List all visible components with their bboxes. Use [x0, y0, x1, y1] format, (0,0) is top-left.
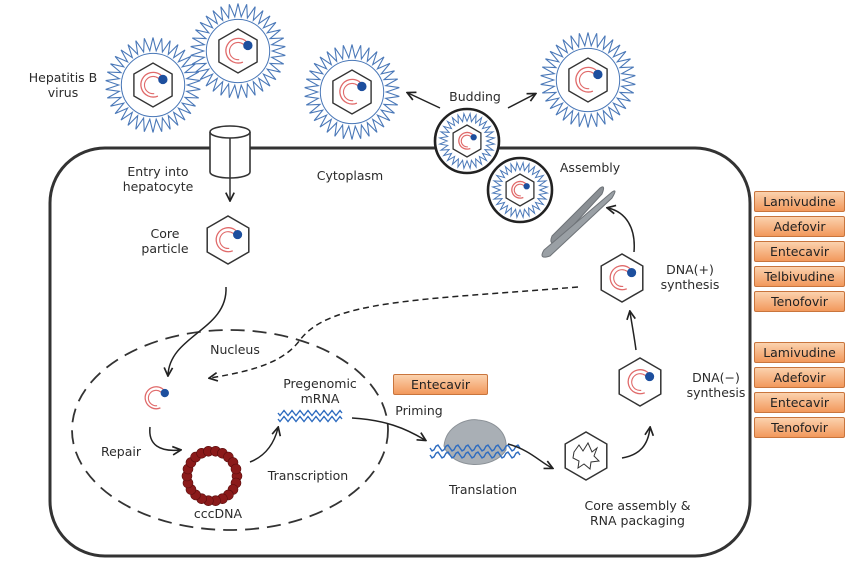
- budding-virion-icon: [486, 156, 554, 224]
- drug-box: Adefovir: [754, 216, 845, 237]
- drug-box: Entecavir: [754, 392, 845, 413]
- hbv-virion-icon: [304, 44, 400, 140]
- translated-mrna-strand: [429, 451, 521, 459]
- label-nucleus: Nucleus: [210, 342, 260, 357]
- ribosome-icon: [429, 419, 521, 465]
- arrow-to-dna-minus: [621, 428, 650, 459]
- entry-receptor-icon: [209, 125, 251, 200]
- pregenomic-mrna-strand: [277, 409, 343, 417]
- translated-mrna-strand: [429, 444, 521, 452]
- hepatocyte-membrane: [48, 146, 752, 558]
- label-translation: Translation: [448, 482, 518, 497]
- core-dna-plus-icon: [600, 253, 644, 303]
- arrow-export: [351, 417, 425, 440]
- drug-box-priming: Entecavir: [393, 374, 488, 395]
- label-budding: Budding: [449, 89, 501, 104]
- arrow-translation: [507, 443, 552, 468]
- drug-box: Lamivudine: [754, 342, 845, 363]
- arrow-budding-left: [408, 93, 441, 109]
- arrow-to-dna-plus: [630, 312, 637, 351]
- label-core-assembly-rna-packaging: Core assembly &RNA packaging: [584, 498, 691, 528]
- label-repair: Repair: [100, 444, 142, 459]
- assembly-er-icon: [541, 186, 616, 258]
- drug-box: Tenofovir: [754, 417, 845, 438]
- drug-box: Tenofovir: [754, 291, 845, 312]
- core-assembly-icon: [564, 431, 608, 481]
- rcdna-icon: [144, 386, 169, 410]
- nucleus-outline: [71, 329, 389, 531]
- label-assembly: Assembly: [559, 160, 621, 175]
- hbv-virion-icon: [105, 37, 201, 133]
- label-dna-minus-synthesis: DNA(−)synthesis: [686, 370, 746, 400]
- drugs-dna-plus-group: Lamivudine Adefovir Entecavir Telbivudin…: [754, 191, 845, 312]
- drug-box: Entecavir: [754, 241, 845, 262]
- label-cytoplasm: Cytoplasm: [316, 168, 384, 183]
- pathway-arrows: [149, 93, 650, 468]
- arrow-transcription: [249, 428, 278, 463]
- drug-box: Adefovir: [754, 367, 845, 388]
- budding-virion-icon: [433, 107, 501, 175]
- hbv-virion-icon: [540, 32, 636, 128]
- arrow-core-to-nucleus: [168, 286, 227, 375]
- pregenomic-mrna-strand: [277, 415, 343, 423]
- hbv-virion-icon: [190, 3, 286, 99]
- arrow-budding-right: [507, 94, 535, 109]
- cccdna-icon: [181, 445, 243, 507]
- label-priming: Priming: [395, 403, 443, 418]
- drug-box: Lamivudine: [754, 191, 845, 212]
- label-cccdna: cccDNA: [193, 506, 243, 521]
- arrow-repair: [149, 426, 180, 450]
- drugs-dna-minus-group: Lamivudine Adefovir Entecavir Tenofovir: [754, 342, 845, 438]
- arrow-to-assembly: [608, 208, 635, 253]
- label-dna-plus-synthesis: DNA(+)synthesis: [660, 262, 720, 292]
- drug-box: Telbivudine: [754, 266, 845, 287]
- label-transcription: Transcription: [267, 468, 349, 483]
- core-particle-icon: [206, 215, 250, 265]
- core-dna-minus-icon: [618, 357, 662, 407]
